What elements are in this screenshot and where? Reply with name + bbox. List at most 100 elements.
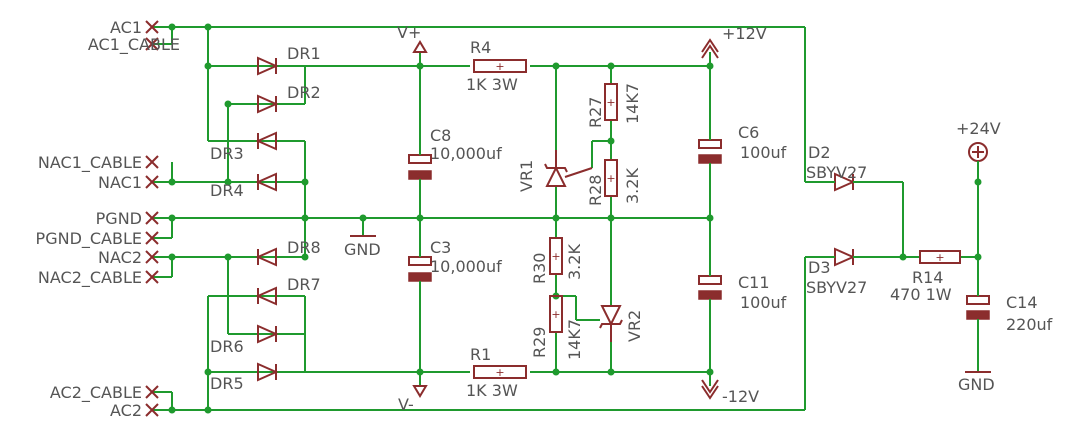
label-dr8: DR8 bbox=[287, 238, 321, 257]
label-d3-value: SBYV27 bbox=[806, 278, 867, 297]
svg-text:+: + bbox=[935, 251, 944, 264]
label-r14: R14 bbox=[912, 268, 943, 287]
label-r14-value: 470 1W bbox=[890, 285, 952, 304]
diode-dr7-icon bbox=[255, 286, 277, 306]
label-r1: R1 bbox=[470, 345, 491, 364]
diode-dr6-icon bbox=[257, 324, 279, 344]
capacitor-c14-icon bbox=[966, 292, 990, 322]
regulator-vr1-icon bbox=[544, 150, 593, 187]
label-c3-value: 10,000uf bbox=[430, 257, 502, 276]
capacitor-c3-icon bbox=[408, 247, 432, 295]
label-c6-value: 100uf bbox=[740, 143, 787, 162]
resistor-r28-icon: + bbox=[604, 159, 618, 197]
diode-dr8-icon bbox=[255, 247, 277, 267]
label-c6: C6 bbox=[738, 123, 759, 142]
bridge-diodes bbox=[240, 56, 300, 382]
label-pgnd-cable: PGND_CABLE bbox=[36, 229, 142, 249]
vminus-arrow-icon bbox=[412, 385, 428, 398]
label-dr2: DR2 bbox=[287, 83, 321, 102]
label-nac2-cable: NAC2_CABLE bbox=[38, 268, 142, 288]
svg-text:+: + bbox=[606, 96, 615, 109]
pin-ac2-cable-icon bbox=[145, 385, 159, 399]
diode-dr4-icon bbox=[255, 172, 277, 192]
regulator-vr2-icon bbox=[599, 305, 623, 342]
label-d3: D3 bbox=[808, 258, 831, 277]
label-nac1: NAC1 bbox=[98, 173, 142, 192]
resistors: + + + + + + + bbox=[473, 59, 961, 379]
label-dr3: DR3 bbox=[210, 144, 244, 163]
resistor-r27-icon: + bbox=[604, 83, 618, 121]
labels: AC1 AC1_CABLE NAC1_CABLE NAC1 PGND PGND_… bbox=[36, 18, 1053, 420]
diode-d3-icon bbox=[830, 247, 860, 267]
label-r28-value: 3.2K bbox=[623, 168, 642, 204]
label-gnd: GND bbox=[344, 240, 381, 259]
capacitor-c6-icon bbox=[698, 125, 722, 165]
pin-nac1-cable-icon bbox=[145, 155, 159, 169]
label-plus12: +12V bbox=[722, 24, 767, 43]
label-vr1: VR1 bbox=[517, 160, 536, 192]
label-c11-value: 100uf bbox=[740, 293, 787, 312]
pin-nac2-cable-icon bbox=[145, 270, 159, 284]
label-vminus: V- bbox=[398, 395, 414, 414]
resistor-r30-icon: + bbox=[549, 237, 563, 275]
resistor-r1-icon: + bbox=[473, 365, 527, 379]
pin-nac1-icon bbox=[145, 175, 159, 189]
resistor-r4-icon: + bbox=[473, 59, 527, 73]
label-gnd-24v: GND bbox=[958, 375, 995, 394]
label-r27: R27 bbox=[586, 97, 605, 128]
label-c14-value: 220uf bbox=[1006, 315, 1053, 334]
pin-ac1-icon bbox=[145, 20, 159, 34]
svg-text:+: + bbox=[551, 308, 560, 321]
label-pgnd: PGND bbox=[96, 209, 142, 228]
output-diodes bbox=[830, 172, 860, 267]
label-dr5: DR5 bbox=[210, 374, 244, 393]
diode-dr2-icon bbox=[257, 94, 279, 114]
plus12-arrow-icon bbox=[701, 38, 719, 59]
label-r28: R28 bbox=[586, 175, 605, 206]
connector-pins bbox=[145, 20, 159, 417]
label-r27-value: 14K7 bbox=[623, 83, 642, 124]
label-c8-value: 10,000uf bbox=[430, 144, 502, 163]
minus12-arrow-icon bbox=[701, 379, 719, 400]
label-r4-value: 1K 3W bbox=[466, 75, 518, 94]
label-dr4: DR4 bbox=[210, 181, 244, 200]
svg-text:+: + bbox=[551, 250, 560, 263]
pin-pgnd-cable-icon bbox=[145, 231, 159, 245]
label-d2-value: SBYV27 bbox=[806, 163, 867, 182]
vplus-arrow-icon bbox=[412, 40, 428, 53]
label-dr6: DR6 bbox=[210, 337, 244, 356]
capacitors bbox=[408, 125, 990, 322]
resistor-r14-icon: + bbox=[919, 250, 961, 264]
capacitor-c11-icon bbox=[698, 262, 722, 305]
pin-pgnd-icon bbox=[145, 211, 159, 225]
label-c11: C11 bbox=[738, 273, 770, 292]
label-nac2: NAC2 bbox=[98, 248, 142, 267]
label-r29: R29 bbox=[530, 327, 549, 358]
label-ac2: AC2 bbox=[110, 401, 142, 420]
junction-dots bbox=[168, 23, 982, 414]
diode-dr1-icon bbox=[240, 56, 300, 76]
diode-dr5-icon bbox=[257, 362, 279, 382]
label-dr7: DR7 bbox=[287, 275, 321, 294]
label-ac2-cable: AC2_CABLE bbox=[50, 383, 142, 403]
pin-nac2-icon bbox=[145, 250, 159, 264]
label-nac1-cable: NAC1_CABLE bbox=[38, 153, 142, 173]
label-ac1: AC1 bbox=[110, 18, 142, 37]
pin-ac2-icon bbox=[145, 403, 159, 417]
regulators bbox=[544, 150, 623, 342]
label-r30-value: 3.2K bbox=[565, 244, 584, 280]
svg-text:+: + bbox=[495, 366, 504, 379]
supply-symbols bbox=[350, 38, 991, 400]
label-dr1: DR1 bbox=[287, 44, 321, 63]
label-r30: R30 bbox=[530, 253, 549, 284]
resistor-r29-icon: + bbox=[549, 295, 563, 333]
plus24-supply-icon bbox=[968, 142, 988, 165]
capacitor-c8-icon bbox=[408, 137, 432, 185]
label-ac1-cable: AC1_CABLE bbox=[88, 35, 180, 55]
label-vplus: V+ bbox=[397, 23, 421, 42]
diode-d2-icon bbox=[830, 172, 860, 192]
pin-ac1-cable-icon bbox=[145, 37, 159, 51]
diode-dr3-icon bbox=[255, 131, 277, 151]
label-minus12: -12V bbox=[722, 387, 759, 406]
